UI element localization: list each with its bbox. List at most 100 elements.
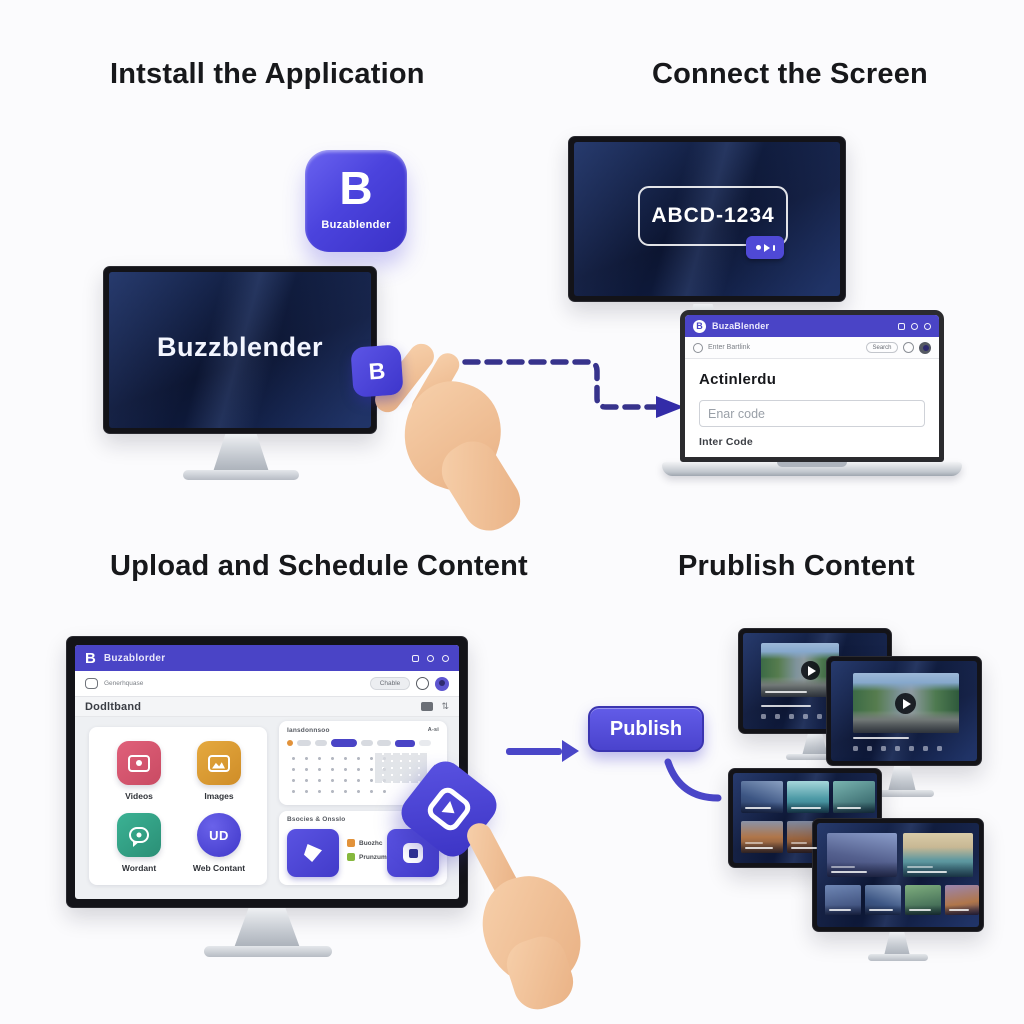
laptop: B BuzaBlender Enter Bartlink Search Acti… (662, 310, 962, 480)
dragged-app-icon[interactable]: B (350, 344, 404, 398)
images-icon (197, 741, 241, 785)
app-icon-letter: B (339, 162, 373, 214)
schedule-legend: Buozhc Prunzum (347, 839, 387, 861)
step4-title: Prublish Content (678, 550, 915, 582)
enter-code-helper: Inter Code (699, 436, 753, 448)
web-content-label: Web Contant (192, 863, 246, 873)
laptop-app-logo: B (693, 319, 706, 333)
dashboard-screen: B Buzablorder Generhquase Chable Dodltba… (75, 645, 459, 899)
legend-label: Buozhc (359, 839, 383, 847)
monitor-d-base (868, 954, 928, 961)
images-tile[interactable]: Images (187, 741, 251, 801)
address-text: Enter Bartlink (708, 344, 751, 351)
dashboard-toolbar: Generhquase Chable (75, 671, 459, 697)
install-monitor-base (183, 470, 299, 480)
globe-icon[interactable] (903, 342, 914, 353)
publish-flow-arrowhead (562, 740, 579, 762)
monitor-a-stand (802, 734, 828, 756)
legend-swatch-orange (347, 839, 355, 847)
video-thumbnail (853, 673, 959, 733)
badge-dot-icon (755, 245, 761, 250)
step3-title: Upload and Schedule Content (110, 550, 528, 582)
schedule-heading: Bsocies & Onsslo (287, 816, 346, 823)
play-icon[interactable] (801, 661, 820, 680)
calendar-squares (375, 753, 427, 783)
pointing-hand (446, 818, 589, 1016)
media-thumbnail (741, 821, 783, 853)
nav-icon[interactable] (693, 342, 703, 353)
laptop-app-name: BuzaBlender (712, 321, 770, 331)
play-icon[interactable] (895, 693, 916, 714)
connect-monitor: ABCD-1234 (568, 136, 846, 302)
close-icon[interactable] (924, 322, 931, 330)
minimize-icon[interactable] (898, 322, 905, 330)
profile-icon[interactable] (919, 341, 931, 354)
dashboard-monitor-base (204, 946, 332, 957)
install-monitor-stand (213, 434, 269, 472)
video-thumbnail (761, 643, 839, 697)
search-pill[interactable]: Search (866, 342, 898, 353)
buzzblender-app-icon[interactable]: B Buzablender (305, 150, 407, 252)
minimize-icon[interactable] (412, 654, 419, 662)
close-icon[interactable] (442, 654, 449, 662)
media-thumbnail (945, 885, 979, 915)
wordant-tile[interactable]: Wordant (107, 813, 171, 873)
videos-icon (117, 741, 161, 785)
videos-tile[interactable]: Videos (107, 741, 171, 801)
legend-label: Prunzum (359, 853, 387, 861)
publish-monitor-b-screen (831, 661, 977, 761)
media-thumbnail (787, 781, 829, 813)
dashboard-titlebar: B Buzablorder (75, 645, 459, 671)
dragged-app-icon-letter: B (367, 356, 387, 385)
monitor-b-stand (888, 766, 916, 792)
video-caption-bar (761, 704, 811, 707)
monitor-b-base (872, 790, 934, 797)
pairing-code: ABCD-1234 (651, 204, 775, 227)
web-content-icon: UD (197, 813, 241, 857)
monitor-a-base (786, 754, 844, 760)
media-thumbnail (827, 833, 897, 877)
video-controls (853, 746, 942, 751)
sort-icon[interactable]: ⇅ (441, 701, 449, 711)
dashed-flow-arrow (462, 359, 684, 418)
chat-icon (117, 813, 161, 857)
help-icon[interactable] (416, 677, 429, 690)
user-avatar[interactable] (435, 676, 449, 691)
calendar-meta: A-si (427, 727, 439, 733)
calendar-heading: Iansdonnsoo (287, 727, 330, 734)
dashboard-app-logo: B (85, 649, 96, 667)
laptop-base (662, 462, 962, 476)
maximize-icon[interactable] (427, 654, 434, 662)
pairing-code-badge (746, 236, 784, 259)
publish-curve-connector (664, 758, 722, 802)
web-content-tile[interactable]: UD Web Contant (187, 813, 251, 873)
video-controls (761, 714, 836, 719)
step2-title: Connect the Screen (652, 58, 928, 90)
laptop-notch (777, 462, 847, 467)
badge-bar-icon (772, 244, 775, 251)
dashboard-heading-row: Dodltband ⇅ (75, 697, 459, 717)
schedule-item-tile[interactable] (287, 829, 339, 877)
video-caption-bar (853, 736, 909, 739)
wordant-label: Wordant (121, 863, 157, 873)
publish-button-label: Publish (609, 717, 683, 740)
maximize-icon[interactable] (911, 322, 918, 330)
search-icon[interactable] (85, 678, 98, 689)
publish-monitor-b (826, 656, 982, 766)
calendar-filter-row[interactable] (287, 739, 439, 747)
install-monitor-brand-text: Buzzblender (156, 332, 323, 363)
publish-button[interactable]: Publish (588, 706, 704, 752)
schedule-item-chip (403, 843, 423, 863)
step1-title: Intstall the Application (110, 58, 425, 90)
media-thumbnail (905, 885, 941, 915)
connect-monitor-screen: ABCD-1234 (574, 142, 840, 296)
toolbar-text: Generhquase (104, 680, 144, 687)
media-thumbnail (825, 885, 861, 915)
grid-view-icon[interactable] (421, 702, 434, 711)
toolbar-pill-button[interactable]: Chable (370, 677, 410, 690)
legend-swatch-green (347, 853, 355, 861)
pairing-code-box: ABCD-1234 (638, 186, 788, 246)
enter-code-input[interactable] (699, 400, 925, 427)
media-thumbnail (833, 781, 875, 813)
